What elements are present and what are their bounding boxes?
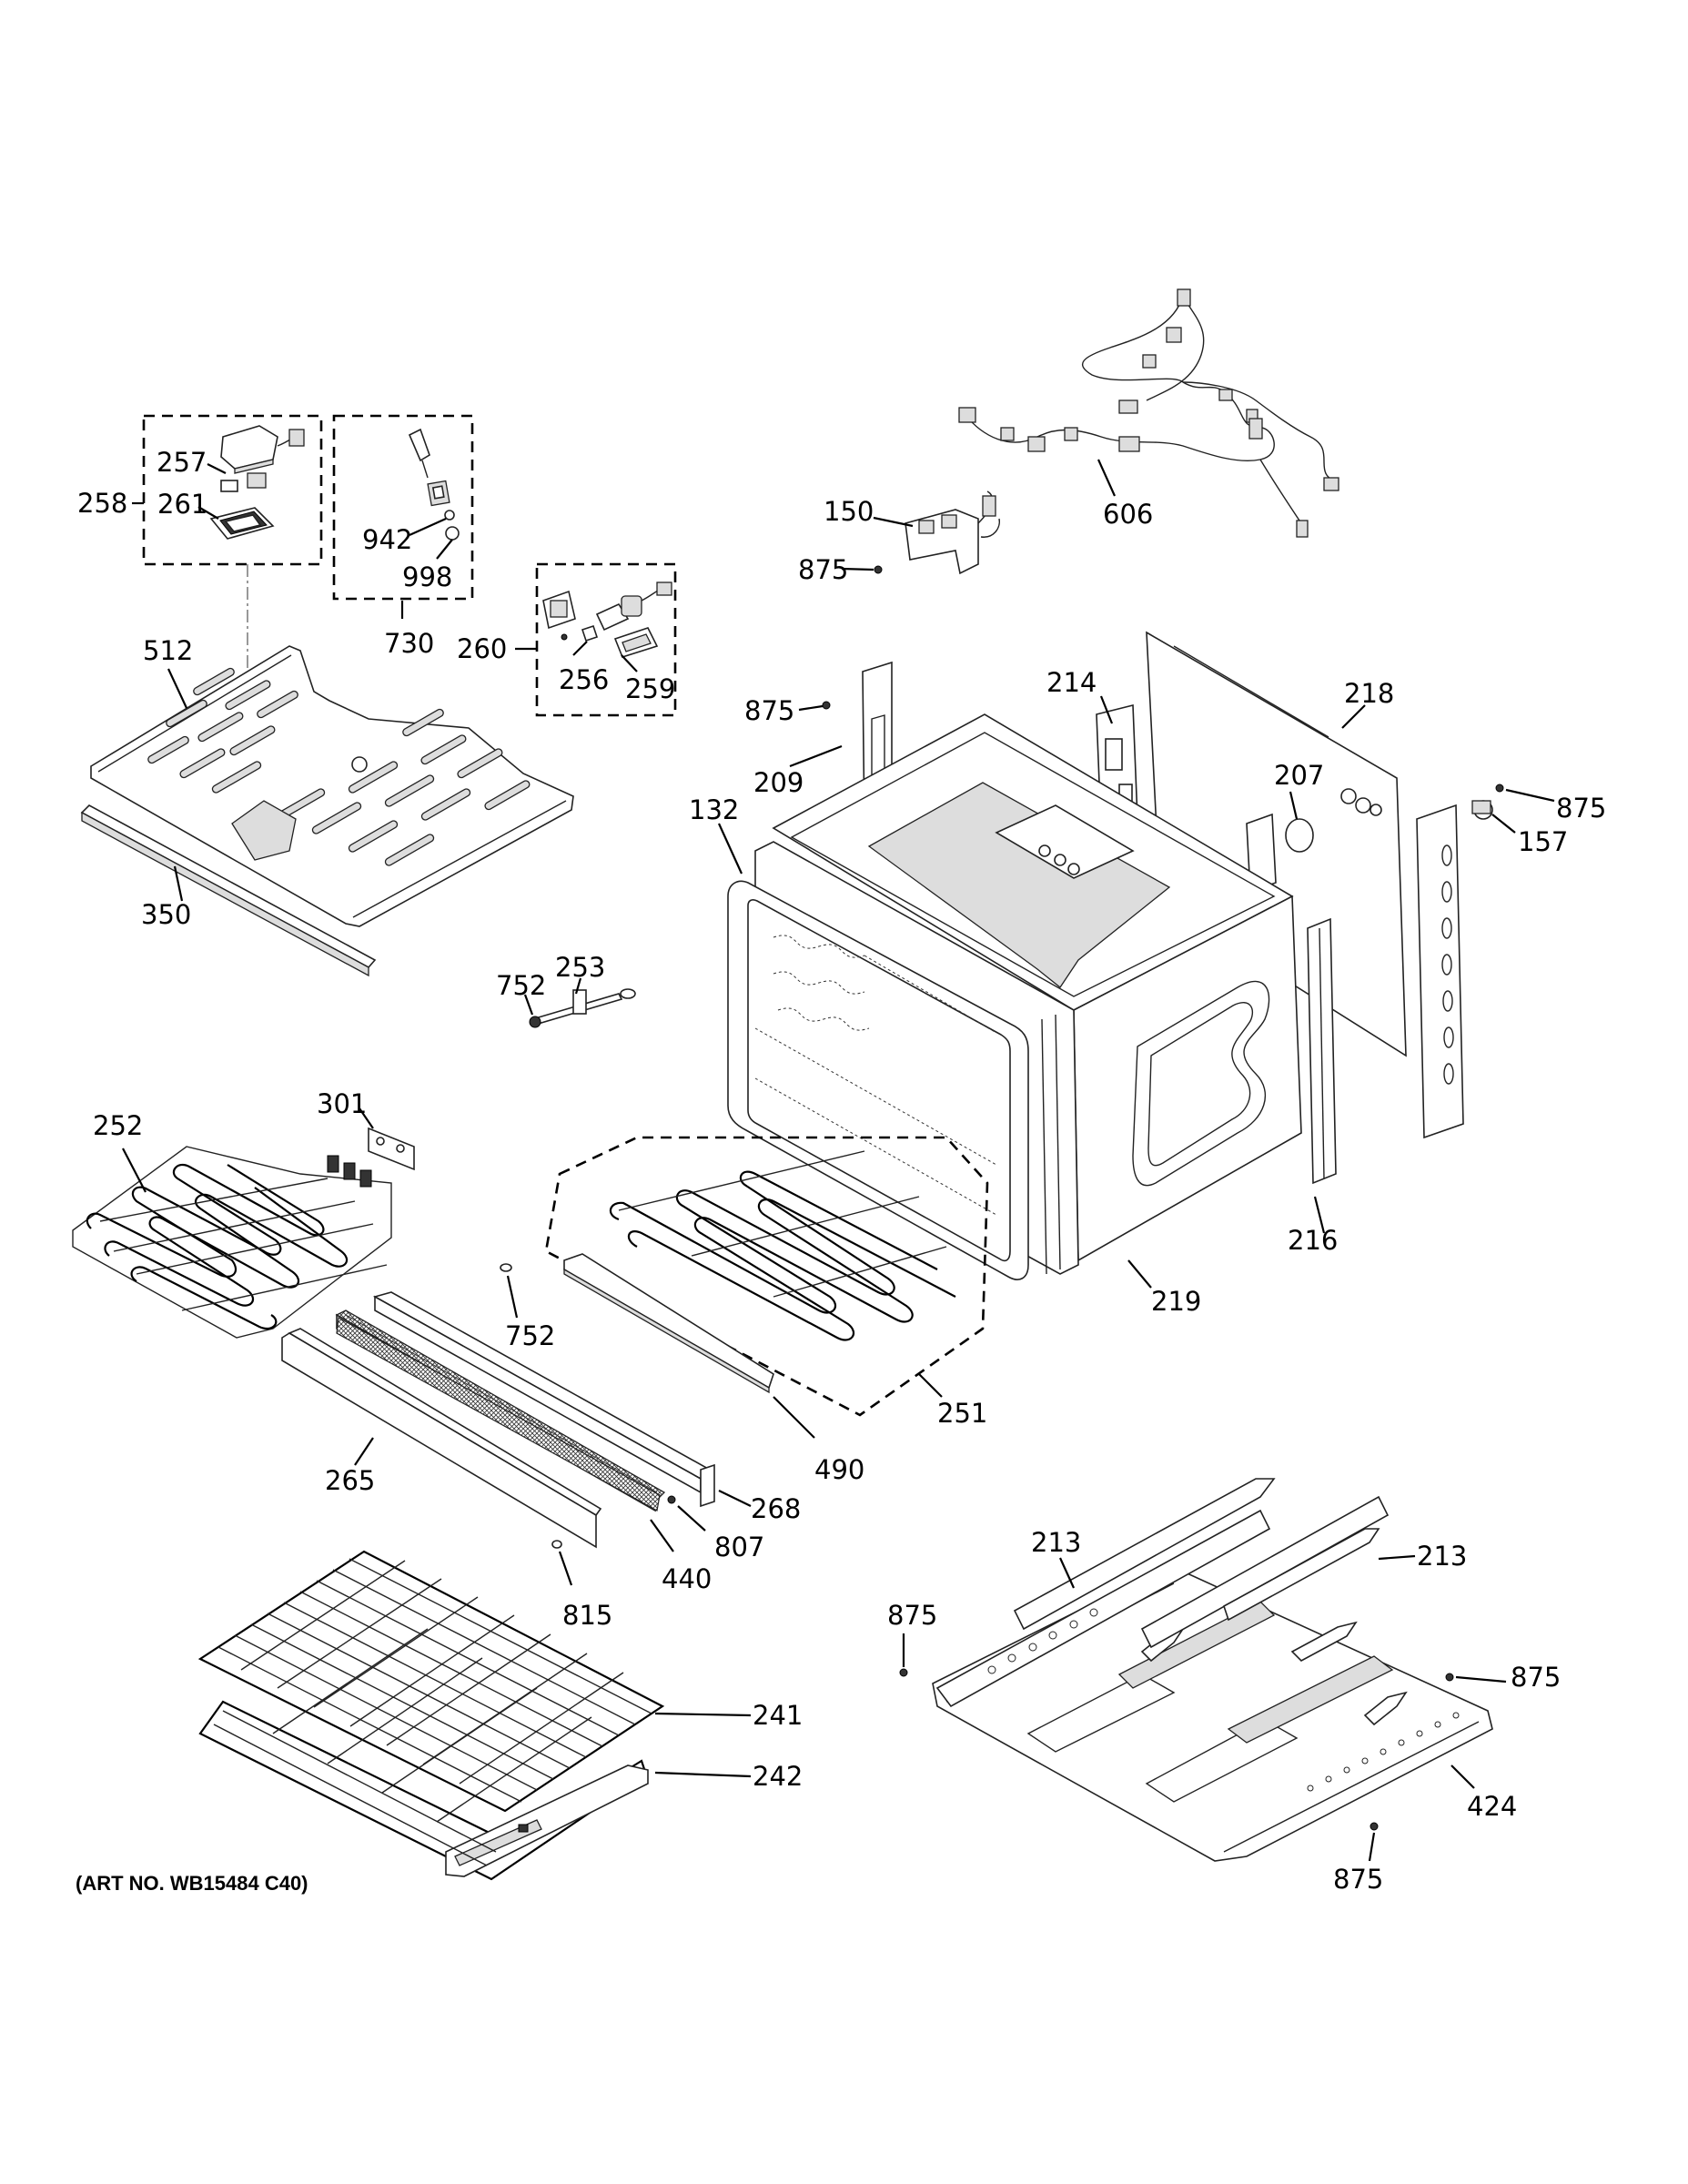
callout-213-right: 213 (1417, 1541, 1467, 1572)
trim-268 (372, 1291, 715, 1508)
callout-218: 218 (1344, 678, 1394, 709)
callout-752-top: 752 (496, 970, 546, 1001)
callout-260: 260 (457, 633, 507, 664)
callout-207: 207 (1274, 760, 1324, 791)
callout-490: 490 (814, 1454, 864, 1485)
callout-216: 216 (1288, 1225, 1338, 1256)
extension-rack-242 (198, 1628, 649, 1881)
callout-815: 815 (562, 1600, 612, 1631)
art-number: (ART NO. WB15484 C40) (76, 1872, 308, 1895)
callout-875-157: 875 (1556, 793, 1606, 824)
callout-350: 350 (141, 899, 191, 930)
bake-probe-253 (531, 988, 636, 1026)
callout-258: 258 (77, 488, 127, 519)
callout-251: 251 (937, 1398, 987, 1429)
rail-213-right (1140, 1495, 1390, 1649)
callout-241: 241 (753, 1700, 803, 1731)
bracket-301 (368, 1127, 415, 1171)
gasket-261 (209, 507, 275, 540)
bake-element-251 (609, 1150, 956, 1341)
insulation-strip-350 (80, 804, 377, 977)
callout-440: 440 (662, 1563, 712, 1594)
callout-256: 256 (559, 664, 609, 695)
control-bracket-150 (873, 490, 1000, 575)
callout-807: 807 (714, 1532, 764, 1562)
callout-242: 242 (753, 1761, 803, 1792)
callout-752-lower: 752 (505, 1320, 555, 1351)
callout-606: 606 (1103, 499, 1153, 530)
callout-213-left: 213 (1031, 1527, 1081, 1558)
callout-268: 268 (751, 1493, 801, 1524)
thermal-fuse-kit-260 (542, 581, 672, 658)
side-trim-216 (1307, 917, 1337, 1185)
rail-213-left (935, 1478, 1276, 1708)
callout-942: 942 (362, 524, 412, 555)
rear-vertical-flange (1416, 804, 1464, 1139)
callout-301: 301 (317, 1088, 367, 1119)
callout-261: 261 (157, 489, 207, 520)
callout-875-bottom: 875 (1333, 1864, 1383, 1895)
callout-157: 157 (1518, 826, 1568, 857)
callout-259: 259 (625, 673, 675, 704)
sensor-module-257 (220, 425, 305, 492)
callout-219: 219 (1151, 1286, 1201, 1317)
callout-998: 998 (402, 561, 452, 592)
callout-875-top: 875 (798, 554, 848, 585)
callout-214: 214 (1046, 667, 1097, 698)
bracket-207 (1246, 813, 1314, 894)
callout-424: 424 (1467, 1791, 1517, 1822)
callout-252: 252 (93, 1110, 143, 1141)
callout-875-209: 875 (744, 695, 794, 726)
oven-insulation-panel-512 (90, 645, 574, 927)
trim-265 (281, 1328, 602, 1549)
callout-257: 257 (157, 447, 207, 478)
wire-harness-606 (958, 288, 1339, 538)
light-assembly-730 (408, 428, 460, 541)
callout-265: 265 (325, 1465, 375, 1496)
callout-209: 209 (753, 767, 804, 798)
oven-cavity-assembly (727, 713, 1302, 1280)
callout-150: 150 (824, 496, 874, 527)
callout-875-left: 875 (887, 1600, 937, 1631)
callout-132: 132 (689, 794, 739, 825)
rear-wall-panel-218 (1146, 631, 1407, 1057)
oven-rack-241 (197, 1550, 665, 1813)
callout-730: 730 (384, 628, 434, 659)
sensor-157 (1471, 784, 1504, 820)
kit-box-730 (332, 414, 474, 601)
broil-element-252 (72, 1146, 392, 1339)
vent-mesh (336, 1317, 661, 1512)
callout-253: 253 (555, 952, 605, 983)
trim-strip-490 (563, 1253, 774, 1394)
callout-875-right: 875 (1511, 1662, 1561, 1693)
callout-512: 512 (143, 635, 193, 666)
screw-875-icon (874, 565, 883, 574)
